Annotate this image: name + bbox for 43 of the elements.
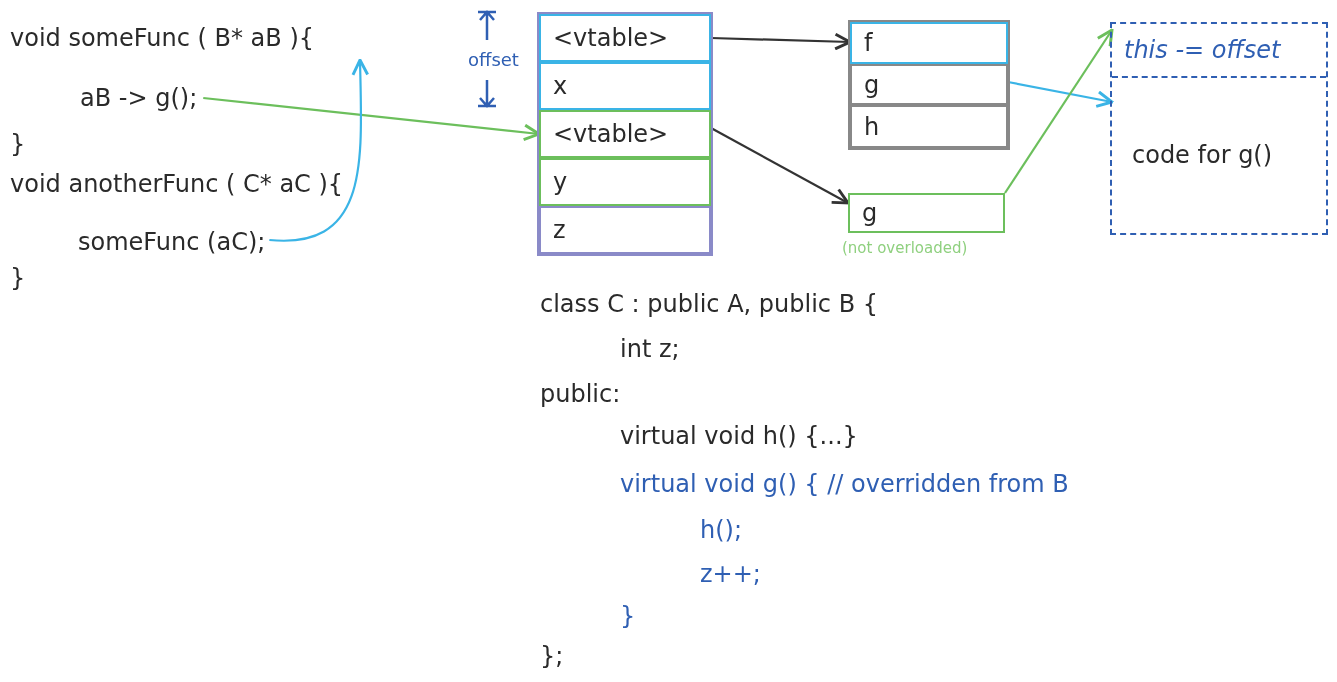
table-row bbox=[850, 64, 1008, 105]
field-name: z bbox=[553, 216, 566, 244]
code-brace: } bbox=[10, 263, 26, 294]
code-line: aB -> g(); bbox=[80, 78, 198, 118]
field-name: h bbox=[864, 112, 880, 141]
code-line: h(); bbox=[700, 515, 743, 546]
table-row bbox=[850, 22, 1008, 64]
field-name: y bbox=[553, 168, 568, 196]
code-line: public: bbox=[540, 379, 621, 410]
table-row bbox=[539, 110, 711, 158]
field-name: x bbox=[553, 72, 568, 100]
vtable bbox=[848, 20, 1010, 150]
arrow bbox=[269, 58, 370, 242]
field-name: <vtable> bbox=[553, 24, 669, 52]
offset-label: offset bbox=[468, 48, 519, 72]
code-brace: } bbox=[620, 601, 636, 632]
field-name: <vtable> bbox=[553, 120, 669, 148]
code-line: void someFunc ( B* aB ){ bbox=[10, 18, 314, 58]
table-row bbox=[539, 158, 711, 206]
note: (not overloaded) bbox=[842, 239, 968, 257]
object-layout-table bbox=[537, 12, 713, 256]
arrow bbox=[1007, 80, 1114, 108]
code-line: someFunc (aC); bbox=[78, 222, 266, 262]
field-name: g bbox=[862, 199, 878, 227]
function-box bbox=[1110, 22, 1328, 235]
code-line: int z; bbox=[620, 334, 680, 365]
code-line: virtual void g() { // overridden from B bbox=[620, 469, 1069, 500]
field-name: f bbox=[864, 29, 873, 57]
code-line: z++; bbox=[700, 559, 761, 590]
code-text: code for g() bbox=[1132, 141, 1273, 169]
code-text: this -= offset bbox=[1124, 36, 1281, 64]
code-line: virtual void h() {...} bbox=[620, 421, 858, 452]
table-row bbox=[539, 62, 711, 110]
arrow bbox=[1004, 28, 1114, 194]
code-brace: } bbox=[10, 129, 26, 160]
field-name: g bbox=[864, 70, 880, 99]
table-row bbox=[539, 14, 711, 62]
table-row bbox=[850, 105, 1008, 148]
code-line: void anotherFunc ( C* aC ){ bbox=[10, 169, 344, 200]
code-line: class C : public A, public B { bbox=[540, 289, 879, 320]
table-row bbox=[539, 206, 711, 254]
code-brace: }; bbox=[540, 641, 564, 672]
arrow bbox=[710, 127, 850, 205]
